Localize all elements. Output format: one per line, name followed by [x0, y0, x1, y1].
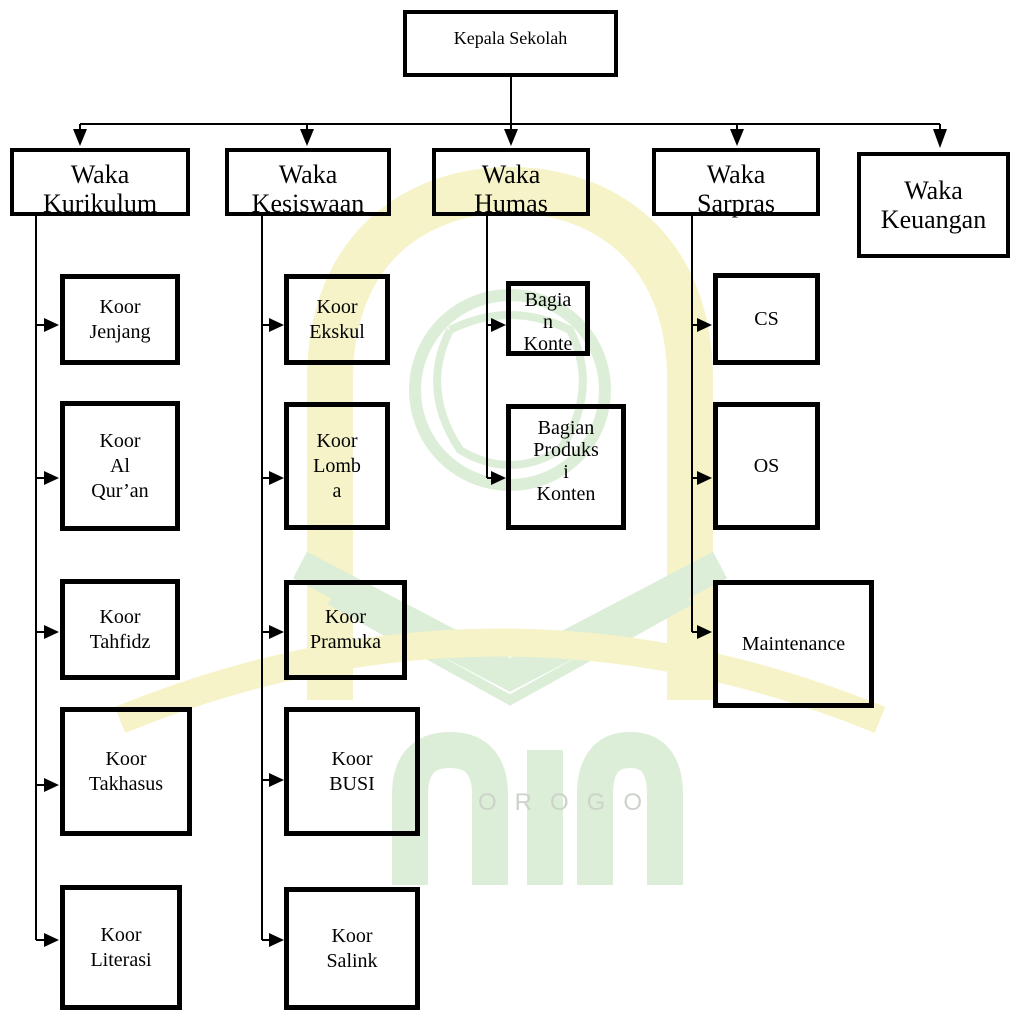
- unit-label: OS: [753, 454, 780, 477]
- unit-label: Bagia n Konte: [523, 289, 573, 355]
- unit-label: Koor Pramuka: [309, 606, 382, 653]
- unit-label: Koor Literasi: [90, 923, 152, 971]
- unit-label: Koor BUSI: [329, 747, 375, 795]
- unit-box-koor-lomba: Koor Lomb a: [284, 402, 390, 530]
- dept-label: Waka Kurikulum: [42, 160, 158, 218]
- unit-box-koor-pramuka: Koor Pramuka: [284, 580, 407, 680]
- unit-label: Maintenance: [741, 632, 846, 655]
- unit-box-maintenance: Maintenance: [713, 580, 874, 708]
- watermark-letter-arch: [577, 731, 683, 885]
- unit-label: Koor Salink: [326, 924, 378, 972]
- unit-box-bagian-konten: Bagia n Konte: [506, 281, 590, 356]
- dept-label: Waka Keuangan: [880, 176, 987, 234]
- unit-box-koor-busi: Koor BUSI: [284, 707, 420, 836]
- unit-box-koor-salink: Koor Salink: [284, 887, 420, 1010]
- unit-label: Koor Ekskul: [309, 295, 365, 343]
- watermark-letter-arch: [392, 731, 508, 885]
- head-box-kepala-sekolah: Kepala Sekolah: [403, 10, 618, 77]
- unit-label: Koor Jenjang: [89, 295, 151, 343]
- box-label: Kepala Sekolah: [453, 27, 568, 48]
- unit-label: Koor Tahfidz: [89, 605, 151, 653]
- watermark-emblem-inner: [433, 311, 587, 469]
- unit-label: Koor Takhasus: [88, 747, 164, 795]
- watermark-arch: [307, 166, 713, 700]
- dept-box-keuangan: Waka Keuangan: [857, 152, 1010, 258]
- unit-box-os: OS: [713, 402, 820, 530]
- unit-box-bagian-produksi-konten: Bagian Produks i Konten: [506, 404, 626, 530]
- unit-label: Bagian Produks i Konten: [533, 417, 599, 505]
- dept-box-kurikulum: Waka Kurikulum: [10, 148, 190, 218]
- unit-box-koor-ekskul: Koor Ekskul: [284, 274, 390, 365]
- dept-label: Waka Kesiswaan: [251, 160, 365, 218]
- watermark-book-lines: [327, 595, 693, 706]
- unit-box-cs: CS: [713, 273, 820, 365]
- unit-label: Koor Lomb a: [313, 429, 361, 502]
- unit-label: CS: [754, 307, 779, 330]
- dept-label: Waka Humas: [474, 160, 548, 218]
- dept-box-kesiswaan: Waka Kesiswaan: [225, 148, 391, 218]
- unit-box-koor-al-quran: Koor Al Qur’an: [60, 401, 180, 531]
- watermark-book: [293, 551, 727, 692]
- unit-box-koor-tahfidz: Koor Tahfidz: [60, 579, 180, 680]
- watermark-text: OROGO: [478, 789, 660, 816]
- unit-label: Koor Al Qur’an: [91, 429, 149, 502]
- dept-box-sarpras: Waka Sarpras: [652, 148, 820, 218]
- watermark-swoosh: [114, 628, 886, 733]
- dept-label: Waka Sarpras: [697, 160, 775, 218]
- unit-box-koor-jenjang: Koor Jenjang: [60, 274, 180, 365]
- unit-box-koor-literasi: Koor Literasi: [60, 885, 182, 1010]
- dept-box-humas: Waka Humas: [432, 148, 590, 218]
- unit-box-koor-takhasus: Koor Takhasus: [60, 707, 192, 836]
